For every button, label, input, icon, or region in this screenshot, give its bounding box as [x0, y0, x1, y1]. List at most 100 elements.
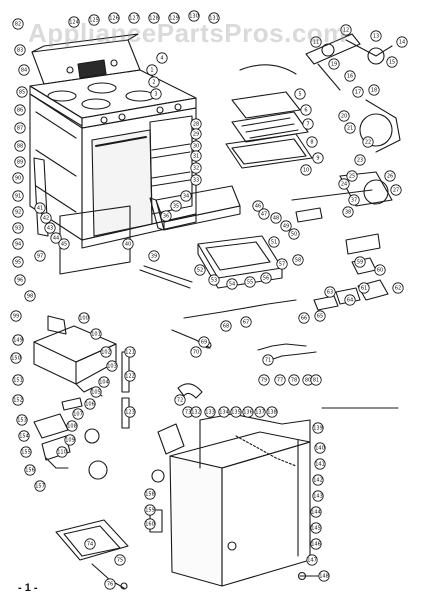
callout-circle — [260, 272, 272, 284]
callout-circle — [114, 554, 126, 566]
callout-circle — [314, 310, 326, 322]
side-panel — [29, 93, 83, 241]
burner-box-front — [75, 343, 117, 385]
callout-77: 77 — [274, 374, 286, 386]
callout-circle — [348, 194, 360, 206]
callout-number: 135 — [231, 409, 241, 415]
callout-circle — [190, 406, 202, 418]
callout-number: 151 — [13, 377, 23, 383]
callout-82: 82 — [12, 18, 24, 30]
callout-number: 133 — [205, 409, 215, 415]
side-panel-rib — [35, 149, 77, 177]
callout-number: 11 — [313, 39, 319, 45]
callout-circle — [24, 464, 36, 476]
callout-number: 3 — [154, 91, 157, 97]
oven-rack — [151, 179, 191, 187]
callout-48: 48 — [270, 212, 282, 224]
callout-number: 14 — [399, 39, 405, 45]
callout-circle — [12, 206, 24, 218]
callout-circle — [84, 538, 96, 550]
callout-4: 4 — [156, 52, 168, 64]
callout-circle — [84, 398, 96, 410]
callout-number: 99 — [13, 313, 19, 319]
callout-number: 149 — [13, 337, 23, 343]
spark-module — [345, 233, 381, 255]
callout-circle — [16, 414, 28, 426]
callout-number: 21 — [347, 125, 353, 131]
callout-35: 35 — [170, 200, 182, 212]
callout-circle — [12, 190, 24, 202]
callout-circle — [174, 394, 186, 406]
callout-101: 101 — [90, 328, 102, 340]
callout-93: 93 — [12, 222, 24, 234]
callout-140: 140 — [314, 442, 326, 454]
callout-circle — [310, 538, 322, 550]
callout-number: 68 — [223, 323, 229, 329]
callout-12: 12 — [340, 24, 352, 36]
callout-circle — [354, 154, 366, 166]
callout-129: 129 — [168, 12, 180, 24]
callout-circle — [396, 36, 408, 48]
hinge — [335, 287, 361, 305]
callout-number: 101 — [91, 331, 101, 337]
callout-number: 4 — [160, 55, 163, 61]
callout-circle — [14, 140, 26, 152]
callout-29: 29 — [190, 128, 202, 140]
lower-panel — [59, 205, 131, 275]
elbow-fitting — [177, 383, 203, 399]
callout-99: 99 — [10, 310, 22, 322]
callout-circle — [190, 162, 202, 174]
callout-circle — [204, 406, 216, 418]
callout-70: 70 — [190, 346, 202, 358]
oven-bottom-insert — [205, 241, 271, 271]
callout-76: 76 — [104, 578, 116, 590]
callout-number: 38 — [345, 209, 351, 215]
callout-30: 30 — [190, 140, 202, 152]
callout-number: 75 — [117, 557, 123, 563]
callout-number: 139 — [313, 425, 323, 431]
callout-number: 78 — [291, 377, 297, 383]
callout-number: 97 — [37, 253, 43, 259]
callout-circle — [242, 406, 254, 418]
callout-number: 102 — [101, 349, 111, 355]
callout-circle — [128, 12, 140, 24]
callout-103: 103 — [106, 360, 118, 372]
callout-circle — [108, 12, 120, 24]
callout-circle — [50, 232, 62, 244]
callout-number: 107 — [73, 411, 83, 417]
callout-number: 160 — [145, 521, 155, 527]
callout-circle — [288, 228, 300, 240]
broiler-pan-grid — [241, 117, 299, 139]
rod — [143, 265, 193, 283]
callout-circle — [148, 12, 160, 24]
callout-circle — [10, 310, 22, 322]
callout-number: 42 — [43, 215, 49, 221]
callout-number: 35 — [173, 203, 179, 209]
callout-circle — [220, 320, 232, 332]
callout-circle — [100, 346, 112, 358]
clock-knob-icon — [66, 66, 74, 74]
leg-nut-icon — [297, 571, 307, 581]
callout-number: 62 — [395, 285, 401, 291]
drain-knob-icon — [227, 541, 237, 551]
callout-circle — [312, 474, 324, 486]
callout-number: 45 — [61, 241, 67, 247]
callout-65: 65 — [314, 310, 326, 322]
callout-61: 61 — [358, 282, 370, 294]
callout-number: 49 — [283, 223, 289, 229]
callout-number: 37 — [351, 197, 357, 203]
callout-circle — [390, 184, 402, 196]
callout-number: 124 — [69, 19, 79, 25]
callout-number: 127 — [129, 15, 139, 21]
callout-circle — [312, 490, 324, 502]
callout-124: 124 — [68, 16, 80, 28]
callout-circle — [170, 200, 182, 212]
callout-number: 19 — [331, 61, 337, 67]
callout-79: 79 — [258, 374, 270, 386]
callout-41: 41 — [34, 202, 46, 214]
callout-number: 29 — [193, 131, 199, 137]
callout-circle — [12, 334, 24, 346]
callout-number: 26 — [387, 173, 393, 179]
callout-number: 91 — [15, 193, 21, 199]
callout-45: 45 — [58, 238, 70, 250]
